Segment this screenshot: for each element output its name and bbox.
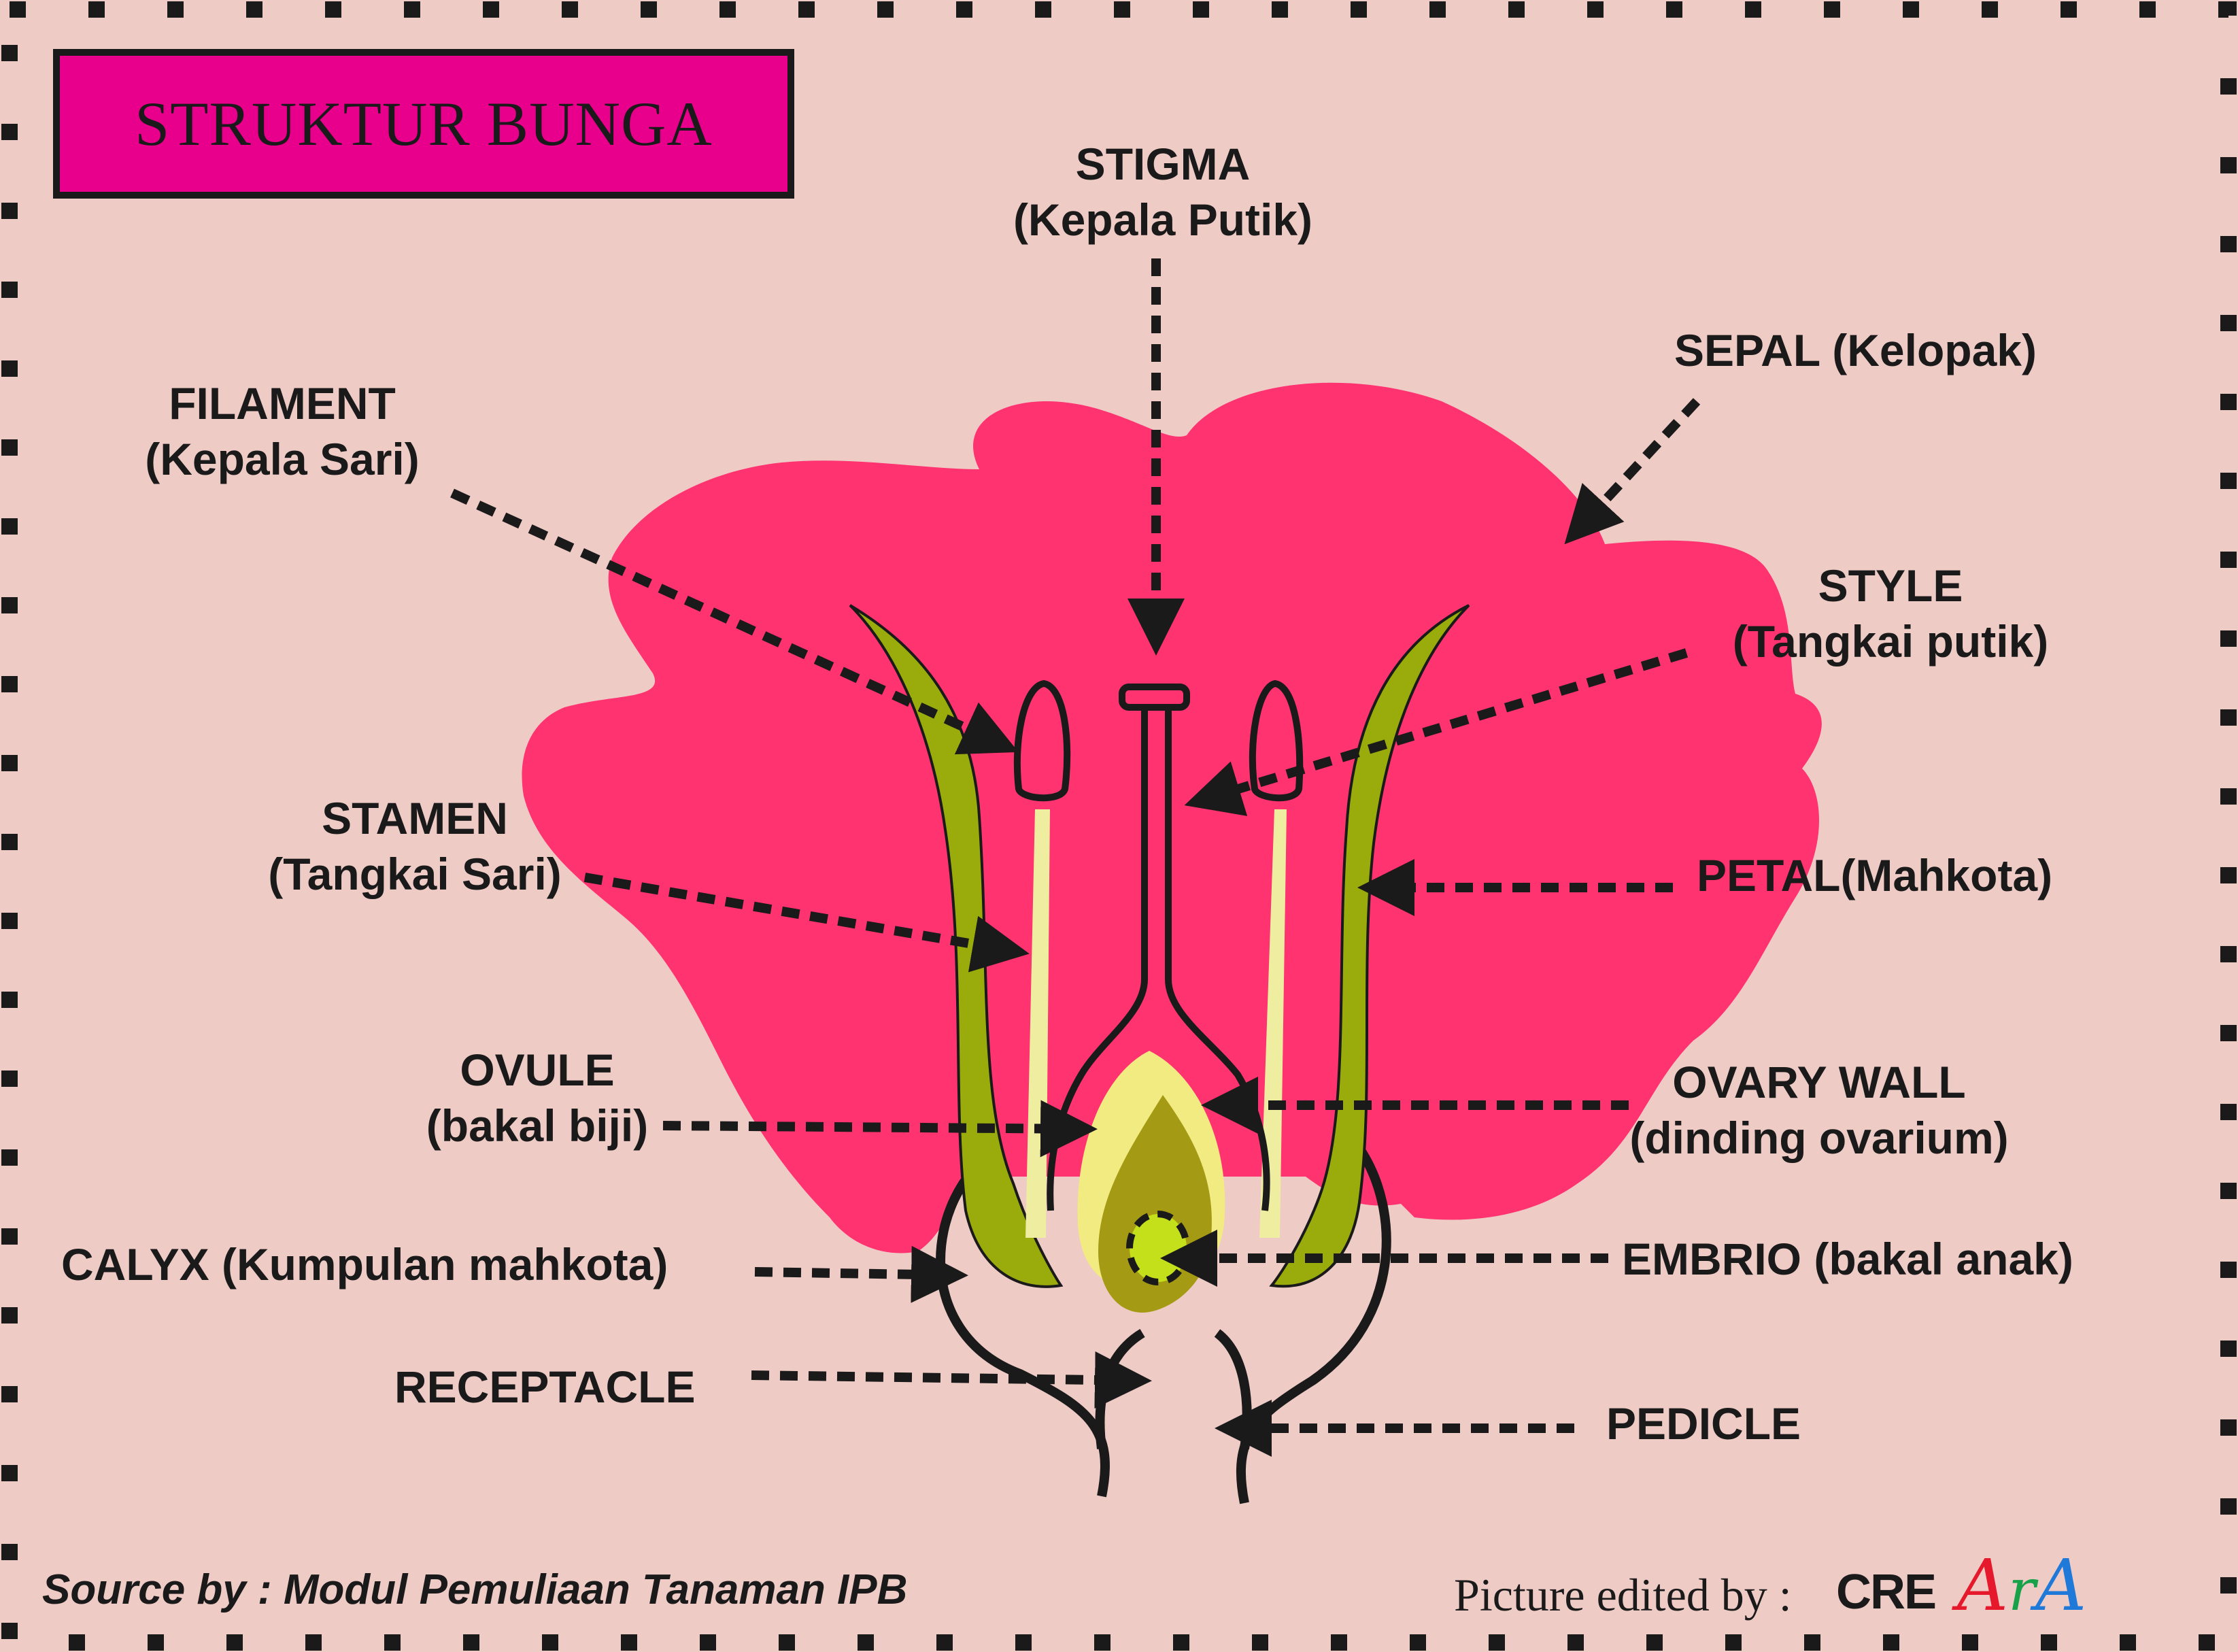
label-style-translation: (Tangkai putik) bbox=[1700, 613, 2081, 669]
label-style-name: STYLE bbox=[1700, 558, 2081, 613]
edited-by-credit: Picture edited by : bbox=[1454, 1568, 1792, 1622]
logo-letter-r: r bbox=[2008, 1557, 2035, 1623]
label-sepal: SEPAL (Kelopak) bbox=[1674, 322, 2037, 378]
source-credit: Source by : Modul Pemuliaan Tanaman IPB bbox=[42, 1566, 907, 1614]
label-ovule-translation: (bakal biji) bbox=[394, 1098, 680, 1153]
label-filament: FILAMENT (Kepala Sari) bbox=[116, 375, 449, 487]
label-pedicle: PEDICLE bbox=[1606, 1396, 1801, 1451]
creart-logo-art: ArA bbox=[1957, 1544, 2086, 1627]
label-stigma: STIGMA (Kepala Putik) bbox=[979, 136, 1346, 248]
label-filament-translation: (Kepala Sari) bbox=[116, 431, 449, 487]
label-stigma-name: STIGMA bbox=[979, 136, 1346, 192]
label-stamen: STAMEN (Tangkai Sari) bbox=[245, 790, 585, 902]
label-receptacle: RECEPTACLE bbox=[394, 1359, 695, 1415]
creart-logo-cre: CRE bbox=[1836, 1564, 1935, 1620]
logo-letter-a1: A bbox=[1957, 1544, 2008, 1627]
label-stamen-translation: (Tangkai Sari) bbox=[245, 846, 585, 902]
label-stamen-name: STAMEN bbox=[245, 790, 585, 846]
label-ovule-name: OVULE bbox=[394, 1042, 680, 1098]
embryo bbox=[1130, 1214, 1187, 1282]
label-ovary-wall-translation: (dinding ovarium) bbox=[1591, 1110, 2047, 1166]
logo-letter-a2: A bbox=[2035, 1544, 2086, 1627]
label-style: STYLE (Tangkai putik) bbox=[1700, 558, 2081, 669]
label-filament-name: FILAMENT bbox=[116, 375, 449, 431]
label-embrio: EMBRIO (bakal anak) bbox=[1622, 1231, 2073, 1287]
label-ovule: OVULE (bakal biji) bbox=[394, 1042, 680, 1153]
arrow-calyx bbox=[755, 1272, 959, 1275]
label-ovary-wall-name: OVARY WALL bbox=[1591, 1054, 2047, 1110]
title-banner: STRUKTUR BUNGA bbox=[53, 49, 794, 199]
label-calyx: CALYX (Kumpulan mahkota) bbox=[61, 1236, 668, 1292]
page-title: STRUKTUR BUNGA bbox=[135, 88, 713, 160]
label-stigma-translation: (Kepala Putik) bbox=[979, 192, 1346, 248]
label-ovary-wall: OVARY WALL (dinding ovarium) bbox=[1591, 1054, 2047, 1166]
label-petal: PETAL(Mahkota) bbox=[1697, 847, 2052, 903]
